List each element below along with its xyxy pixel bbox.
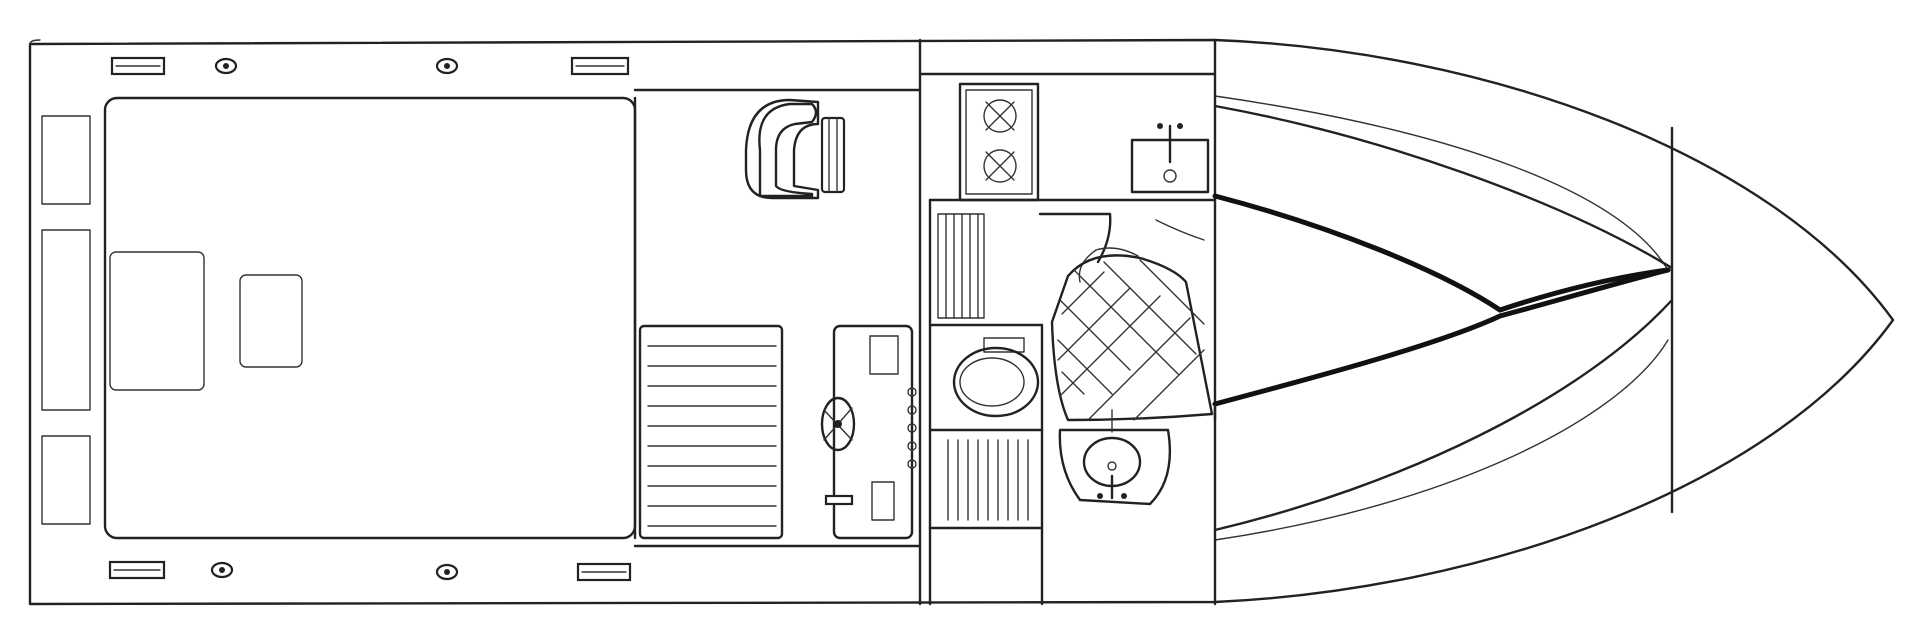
transom-locker-center bbox=[41, 229, 91, 411]
cockpit bbox=[41, 96, 637, 540]
deck-fittings-starboard bbox=[108, 560, 632, 582]
v-berth-cushion bbox=[1050, 254, 1214, 422]
switch-3 bbox=[907, 423, 917, 433]
helm-throttle bbox=[871, 481, 895, 521]
galley-sink bbox=[1130, 123, 1210, 194]
bridge-deck bbox=[633, 38, 922, 606]
head-sink bbox=[1058, 409, 1172, 506]
steering-wheel bbox=[820, 396, 856, 452]
galley-stove bbox=[958, 82, 1040, 202]
transom-locker-upper bbox=[41, 115, 91, 205]
switch-5 bbox=[907, 459, 917, 469]
head-toilet bbox=[952, 337, 1040, 418]
galley-head-block bbox=[918, 38, 1217, 606]
head-door bbox=[1038, 212, 1205, 283]
v-berth bbox=[1212, 104, 1674, 532]
helm-station bbox=[820, 324, 917, 540]
cockpit-hatch-small bbox=[239, 274, 303, 368]
sheer-line-port bbox=[1214, 95, 1669, 271]
switch-2 bbox=[907, 405, 917, 415]
helm-gauge-panel bbox=[869, 335, 899, 375]
shower-grate bbox=[947, 439, 1029, 521]
helm-seat bbox=[744, 98, 846, 200]
hanging-locker bbox=[937, 213, 985, 319]
companionway-steps bbox=[638, 324, 784, 540]
cockpit-hatch-large bbox=[109, 251, 205, 391]
sheer-line-starboard bbox=[1214, 339, 1669, 541]
switch-1 bbox=[907, 387, 917, 397]
transom-locker-lower bbox=[41, 435, 91, 525]
helm-lever bbox=[824, 494, 854, 506]
switch-4 bbox=[907, 441, 917, 451]
deck-fittings-port bbox=[110, 56, 630, 76]
hull-outline bbox=[28, 38, 1895, 606]
helm-seat-back bbox=[820, 116, 846, 194]
